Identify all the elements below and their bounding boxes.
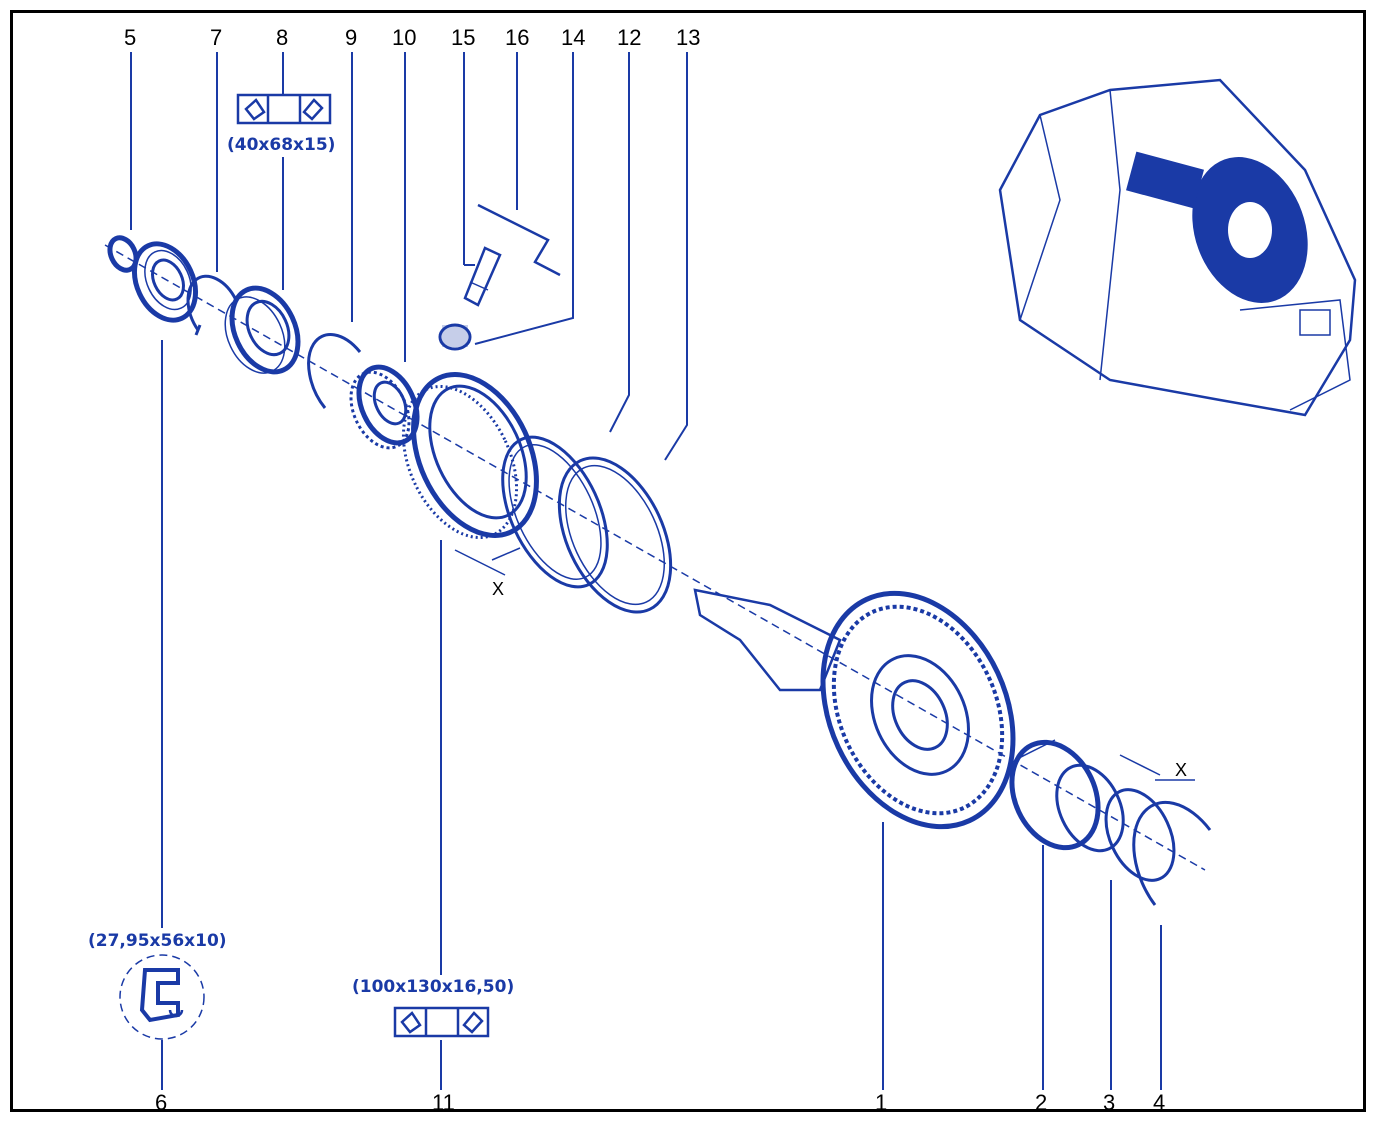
- callout-2: 2: [1035, 1090, 1047, 1115]
- shim-12: [501, 435, 609, 589]
- planetary-gear-2: [1009, 739, 1125, 853]
- callout-4: 4: [1153, 1090, 1165, 1115]
- callout-3: 3: [1103, 1090, 1115, 1115]
- ball-bearing-8: [224, 285, 301, 375]
- gearbox-overview-image: [998, 78, 1357, 417]
- pinion-gear-14: [438, 323, 472, 351]
- callout-7: 7: [210, 25, 222, 50]
- leader-12: [609, 52, 630, 433]
- snap-ring-3: [1104, 788, 1176, 882]
- oil-seal-6: [132, 241, 198, 323]
- assembly-axis: [104, 244, 1206, 871]
- callout-9: 9: [345, 25, 357, 50]
- snap-ring-4: [1132, 800, 1212, 906]
- callout-13: 13: [676, 25, 700, 50]
- snap-ring-7: [186, 274, 238, 336]
- x-label-left: X: [492, 579, 504, 599]
- leader-13: [664, 52, 688, 461]
- differential-housing-1: [693, 588, 1016, 830]
- dimension-label-8: (40x68x15): [227, 135, 335, 155]
- snap-ring-9: [307, 333, 362, 409]
- callout-5: 5: [124, 25, 136, 50]
- shim-13: [557, 456, 673, 614]
- leader-14: [474, 52, 574, 345]
- measurement-marker-left: X: [454, 547, 521, 599]
- callout-12: 12: [617, 25, 641, 50]
- dimension-label-6: (27,95x56x10): [88, 931, 227, 951]
- callout-15: 15: [451, 25, 475, 50]
- bearing-symbol-8: [236, 93, 332, 125]
- circlip-5: [107, 235, 139, 273]
- callout-14: 14: [561, 25, 585, 50]
- x-label-right: X: [1175, 760, 1187, 780]
- seal-symbol-6: [119, 954, 205, 1040]
- callout-16: 16: [505, 25, 529, 50]
- dimension-label-11: (100x130x16,50): [352, 977, 514, 997]
- callout-10: 10: [392, 25, 416, 50]
- callout-11: 11: [432, 1090, 455, 1115]
- callout-8: 8: [276, 25, 288, 50]
- bearing-symbol-11: [393, 1006, 490, 1038]
- pinion-shaft-15: [463, 246, 502, 307]
- callout-1: 1: [875, 1090, 887, 1115]
- measurement-marker-right: X: [1119, 754, 1195, 781]
- retaining-clip-16: [477, 203, 561, 277]
- callout-6: 6: [155, 1090, 167, 1115]
